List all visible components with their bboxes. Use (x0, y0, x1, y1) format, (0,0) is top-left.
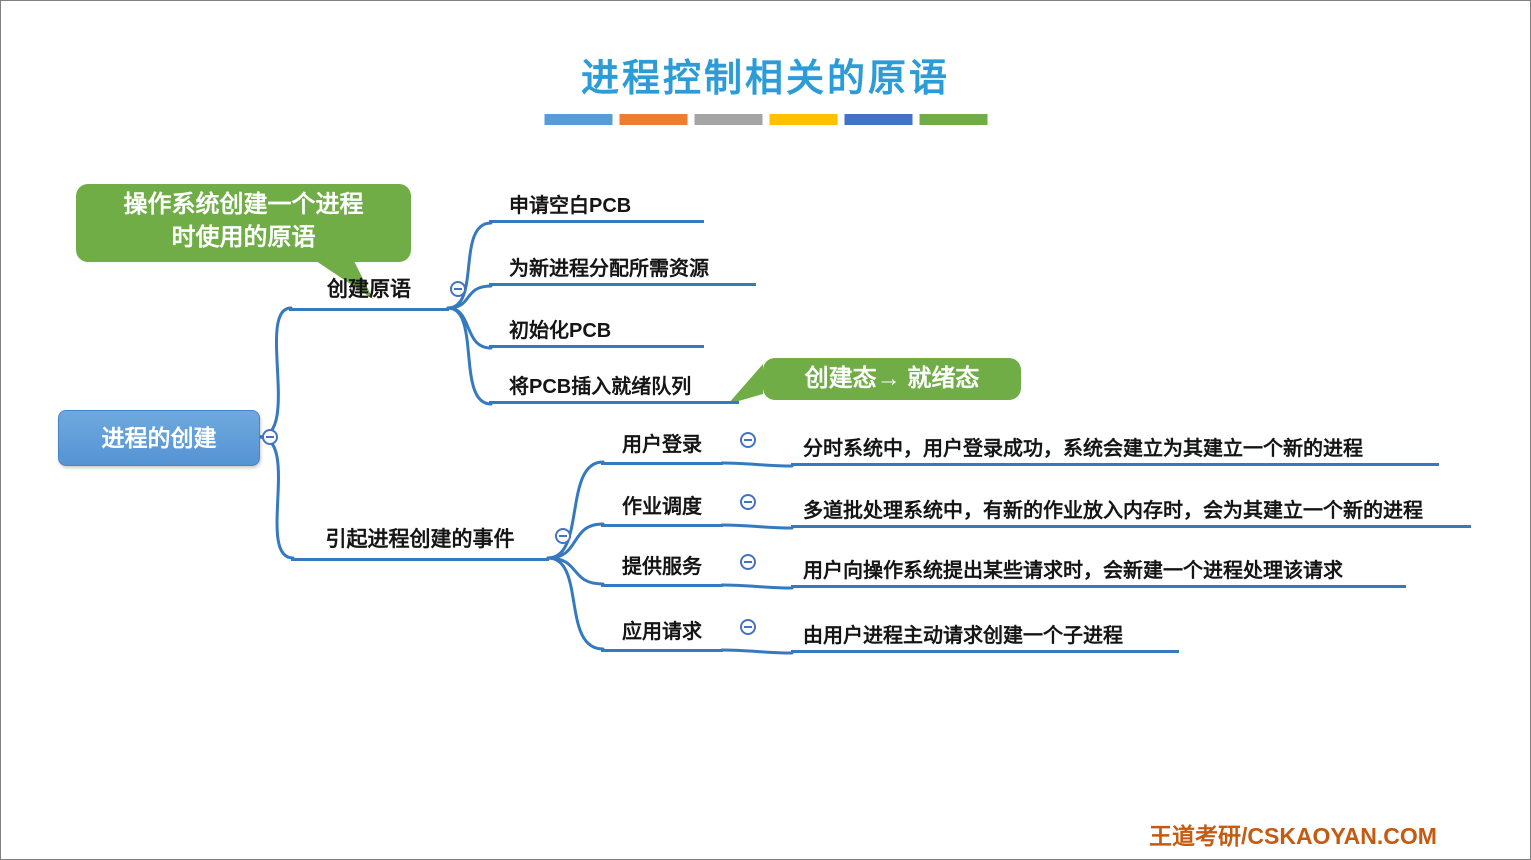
collapse-icon-create-primitive[interactable] (450, 281, 466, 297)
callout-text: 时使用的原语 (171, 224, 316, 251)
page-title: 进程控制相关的原语 (580, 58, 950, 100)
callout-create-primitive: 操作系统创建一个进程 时使用的原语 (76, 184, 411, 262)
connector-path (257, 435, 295, 560)
callout-text: 操作系统创建一个进程 (123, 191, 364, 218)
connector-path (720, 461, 794, 468)
connector-path (720, 648, 794, 655)
legend-bar (544, 114, 612, 125)
connector-path (257, 306, 293, 439)
connector-path (720, 583, 794, 590)
node-event-user-login-desc: 分时系统中，用户登录成功，系统会建立为其建立一个新的进程 (791, 434, 1439, 466)
root-node-process-creation: 进程的创建 (58, 410, 260, 466)
collapse-icon-job-scheduling[interactable] (740, 494, 756, 510)
collapse-icon-root[interactable] (262, 429, 278, 445)
node-step-insert-ready-queue: 将PCB插入就绪队列 (489, 372, 739, 404)
node-event-user-login: 用户登录 (601, 430, 723, 465)
node-step-init-pcb: 初始化PCB (489, 316, 704, 348)
collapse-icon-app-request[interactable] (740, 619, 756, 635)
legend-bar (619, 114, 687, 125)
connector-path (546, 460, 605, 560)
node-event-provide-service: 提供服务 (601, 552, 723, 587)
node-event-provide-service-desc: 用户向操作系统提出某些请求时，会新建一个进程处理该请求 (791, 556, 1406, 588)
connector-path (546, 556, 605, 586)
legend-bar (769, 114, 837, 125)
connector-path (546, 556, 605, 651)
color-divider (544, 114, 987, 125)
callout-state-transition: 创建态→ 就绪态 (763, 358, 1021, 400)
legend-bar (844, 114, 912, 125)
node-step-allocate-resources: 为新进程分配所需资源 (489, 254, 756, 286)
collapse-icon-provide-service[interactable] (740, 554, 756, 570)
node-create-primitive: 创建原语 (289, 274, 449, 311)
node-step-apply-pcb: 申请空白PCB (489, 191, 704, 223)
collapse-icon-creation-events[interactable] (555, 528, 571, 544)
node-event-app-request-desc: 由用户进程主动请求创建一个子进程 (791, 621, 1179, 653)
legend-bar (919, 114, 987, 125)
node-event-app-request: 应用请求 (601, 617, 723, 652)
connector-path (720, 523, 794, 530)
node-event-job-scheduling: 作业调度 (601, 492, 723, 527)
collapse-icon-user-login[interactable] (740, 432, 756, 448)
node-creation-events: 引起进程创建的事件 (291, 524, 549, 561)
node-event-job-scheduling-desc: 多道批处理系统中，有新的作业放入内存时，会为其建立一个新的进程 (791, 496, 1471, 528)
watermark: 王道考研/CSKAOYAN.COM (1149, 823, 1437, 849)
legend-bar (694, 114, 762, 125)
connector-path (446, 306, 493, 406)
connector-path (446, 306, 493, 350)
